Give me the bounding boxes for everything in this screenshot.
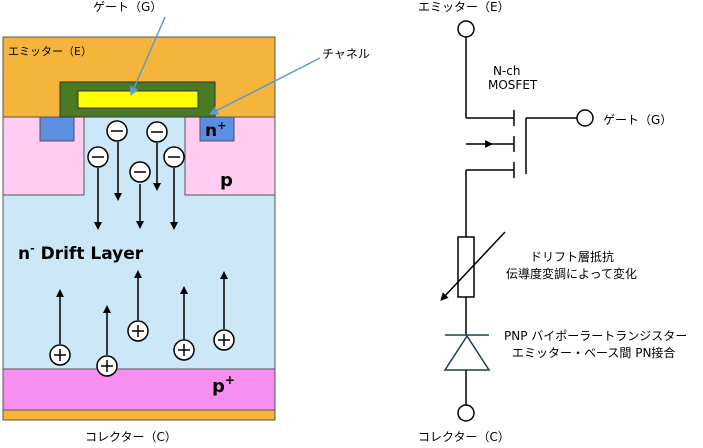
- p-plus-region: [2, 368, 276, 411]
- p-plus-label: p+: [212, 373, 235, 397]
- n-plus-label: n+: [205, 119, 226, 141]
- gate-poly: [77, 90, 199, 109]
- collector-terminal[interactable]: [457, 404, 475, 422]
- collector-label-left: コレクター（C）: [85, 430, 177, 444]
- resistor-label-line2: 伝導度変調によって変化: [506, 266, 637, 281]
- resistor-label-line1: ドリフト層抵抗: [530, 249, 614, 264]
- emitter-label-left: エミッター（E）: [8, 45, 92, 58]
- drift-layer-label: n- Drift Layer: [18, 242, 144, 264]
- gate-label-left: ゲート（G）: [93, 0, 162, 14]
- hole-group: [49, 270, 235, 377]
- emitter-terminal[interactable]: [457, 20, 475, 38]
- mosfet-label-line2: MOSFET: [488, 78, 538, 92]
- emitter-label-right: エミッター（E）: [418, 0, 510, 14]
- gate-callout-arrow: [130, 16, 166, 96]
- equivalent-circuit: [440, 20, 594, 422]
- resistor-variable-arrow: [440, 231, 506, 301]
- gate-terminal[interactable]: [576, 109, 594, 127]
- mosfet-label-line1: N-ch: [493, 64, 521, 78]
- gate-label-right: ゲート（G）: [603, 113, 672, 127]
- cross-section: エミッター（E） n+ p n- Drift Layer p+ コレクター（C）…: [2, 0, 370, 444]
- collector-label-right: コレクター（C）: [418, 430, 510, 444]
- collector-metal-layer: [2, 409, 276, 421]
- diode-label-line2: エミッター・ベース間 PN接合: [512, 345, 675, 360]
- n-plus-right: [199, 116, 235, 142]
- p-label: p: [220, 170, 233, 191]
- electron-group: [87, 120, 185, 230]
- channel-label: チャネル: [322, 47, 370, 61]
- channel-callout-arrow: [209, 57, 321, 115]
- n-plus-left: [39, 116, 75, 142]
- diode-label-line1: PNP バイポーラートランジスター: [504, 329, 687, 343]
- pn-diode: [443, 334, 491, 371]
